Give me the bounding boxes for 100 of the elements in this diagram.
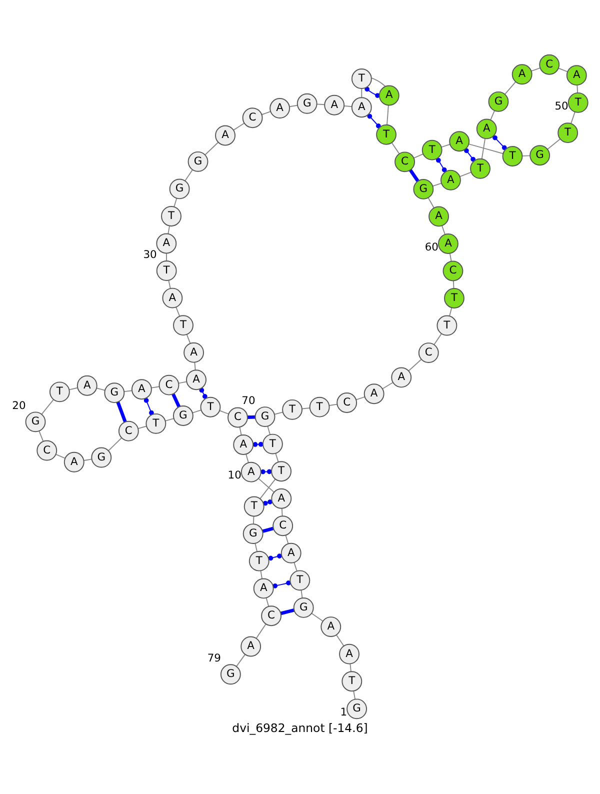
node-circle: G xyxy=(413,178,434,200)
node-circle: A xyxy=(324,94,345,116)
connector xyxy=(329,404,338,406)
node-circle: C xyxy=(228,407,248,428)
node-circle: A xyxy=(156,233,177,254)
connector xyxy=(522,155,530,156)
node-circle: C xyxy=(336,392,358,413)
node-circle: T xyxy=(444,288,464,308)
node-circle: A xyxy=(438,234,458,254)
node-circle: T xyxy=(173,315,194,336)
node-label: 20 xyxy=(12,399,26,412)
connector xyxy=(96,388,106,391)
node-circle: C xyxy=(539,54,560,75)
connector xyxy=(41,399,54,415)
node-circle: T xyxy=(422,140,442,160)
node-circle: T xyxy=(470,158,490,179)
connector xyxy=(350,664,352,672)
connector xyxy=(172,393,181,408)
node-circle: G xyxy=(530,145,550,166)
connector xyxy=(300,590,303,598)
node-circle: A xyxy=(184,342,204,363)
connector xyxy=(168,226,170,234)
connector xyxy=(364,86,380,98)
connector xyxy=(492,135,507,150)
node-circle: T xyxy=(568,92,588,113)
node-circle: G xyxy=(293,597,314,618)
node-circle: G xyxy=(296,93,318,114)
connector xyxy=(386,104,389,126)
connector xyxy=(353,690,356,700)
node-circle: T xyxy=(282,399,302,420)
node-circle: T xyxy=(262,434,283,454)
connector xyxy=(219,410,229,414)
connector xyxy=(280,608,294,616)
connector xyxy=(490,110,496,120)
node-label: 50 xyxy=(554,99,568,112)
node-circle: C xyxy=(158,374,180,396)
node-circle: T xyxy=(161,206,182,226)
node-circle: T xyxy=(436,315,458,336)
connector xyxy=(260,478,276,500)
node-circle: T xyxy=(271,461,292,482)
node-circle: T xyxy=(146,413,166,434)
connector xyxy=(56,454,66,459)
node-circle: C xyxy=(242,108,263,128)
node-circle: G xyxy=(346,698,368,720)
node-circle: A xyxy=(339,644,360,664)
connector xyxy=(547,138,560,150)
connector xyxy=(576,84,578,94)
connector xyxy=(164,418,174,422)
node-label: 1 xyxy=(340,706,348,719)
connector xyxy=(268,554,282,561)
connector xyxy=(108,438,122,452)
connector xyxy=(233,122,245,131)
connector xyxy=(260,570,262,579)
node-circle: A xyxy=(186,370,206,390)
node-circle: A xyxy=(76,375,98,396)
connector xyxy=(84,458,92,461)
node-circle: A xyxy=(240,636,262,657)
node-circle: G xyxy=(488,91,509,112)
node-circle: A xyxy=(240,462,262,482)
connector xyxy=(408,359,422,372)
connector xyxy=(266,598,270,607)
connector xyxy=(204,142,219,156)
node-circle: A xyxy=(449,131,470,152)
node-circle: T xyxy=(49,382,70,402)
connector xyxy=(256,624,266,639)
connector xyxy=(530,67,541,72)
node-label: 60 xyxy=(424,240,438,254)
connector xyxy=(441,144,450,148)
connector xyxy=(124,390,132,392)
connector xyxy=(236,654,246,667)
node-circle: C xyxy=(272,516,294,536)
connector xyxy=(302,408,310,410)
node-circle: A xyxy=(131,379,152,400)
node-circle: T xyxy=(200,396,221,418)
connector xyxy=(441,225,446,235)
node-circle: C xyxy=(418,342,439,364)
connector xyxy=(151,386,160,388)
connector xyxy=(274,412,284,415)
node-circle: A xyxy=(391,367,412,388)
node-circle: A xyxy=(64,452,84,472)
node-circle: A xyxy=(270,98,290,118)
connector xyxy=(184,169,193,182)
node-circle: A xyxy=(162,288,183,308)
connector xyxy=(391,142,400,154)
node-circle: T xyxy=(558,122,578,144)
connector xyxy=(192,410,202,414)
connector xyxy=(449,253,452,262)
node-circle: G xyxy=(91,447,112,468)
node-circle: T xyxy=(156,260,177,281)
node-circle: G xyxy=(188,151,208,172)
node-circle: A xyxy=(233,434,254,455)
node-circle: A xyxy=(364,384,384,404)
connector xyxy=(452,280,454,289)
connector xyxy=(246,454,249,464)
node-circle: A xyxy=(215,125,236,146)
node-circle: C xyxy=(118,420,139,442)
connector xyxy=(285,534,289,544)
node-circle: T xyxy=(342,671,362,692)
caption: dvi_6982_annot [-14.6] xyxy=(232,720,368,735)
node-circle: G xyxy=(242,524,264,544)
